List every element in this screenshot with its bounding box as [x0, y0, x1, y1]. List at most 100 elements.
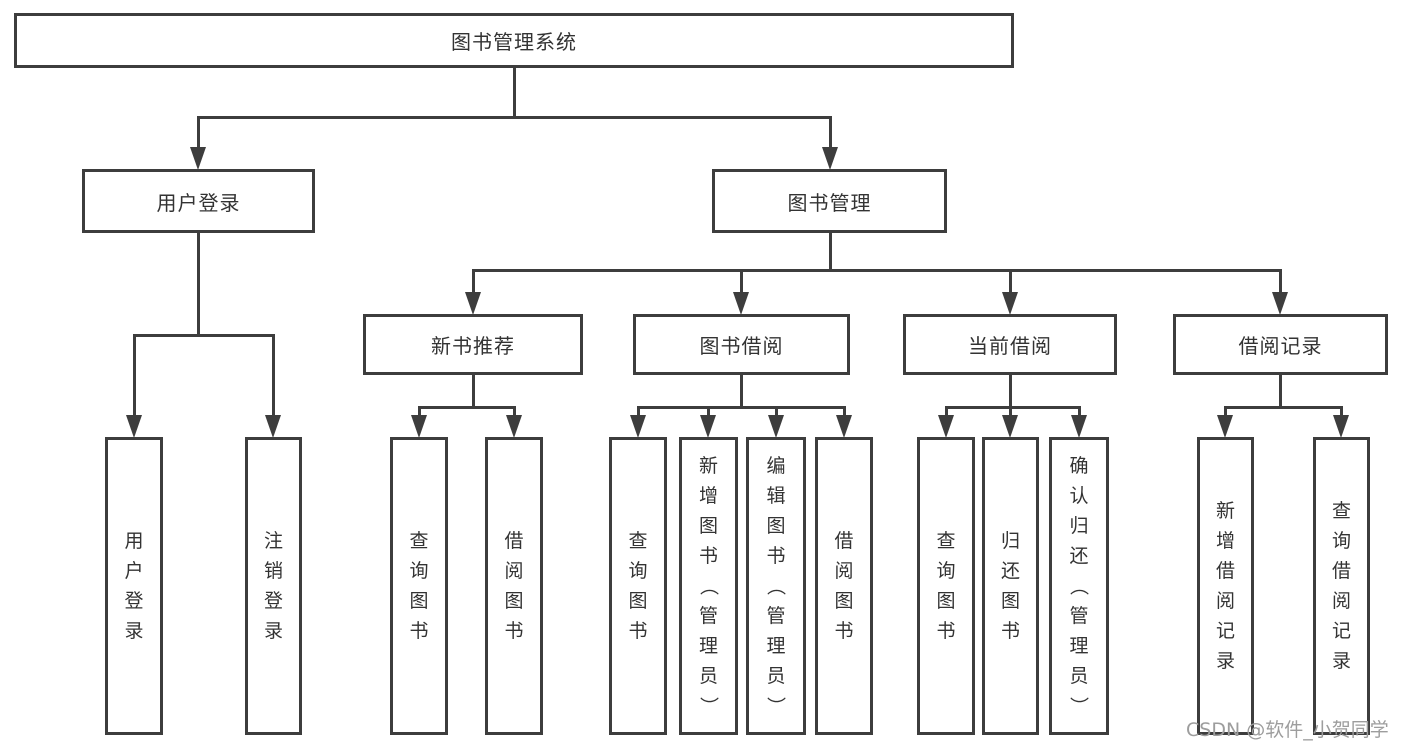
- node-label-char: 询: [628, 560, 648, 582]
- node-label-char: 理: [766, 635, 786, 657]
- node-label-char: 图: [409, 590, 429, 612]
- arrow-down-icon: [1216, 415, 1233, 438]
- connector-drop: [1077, 407, 1081, 421]
- node-label: 图书借阅: [699, 334, 784, 358]
- connector-drop: [471, 270, 475, 298]
- connector-rail: [1223, 405, 1343, 409]
- node-label-char: ）: [764, 696, 787, 716]
- node-label: 借阅记录: [1238, 334, 1323, 358]
- node-label: 用户登录: [156, 190, 241, 215]
- node-label-char: （: [1067, 576, 1090, 596]
- connector-drop: [842, 407, 846, 421]
- node-label-char: （: [697, 576, 720, 596]
- node-borrow-books-recommend: 借阅图书: [485, 437, 543, 735]
- connector-drop: [706, 407, 710, 421]
- arrow-down-icon: [1332, 415, 1349, 438]
- node-label-char: 理: [698, 635, 718, 657]
- node-label-char: 阅: [1331, 590, 1351, 612]
- node-label-char: 图: [936, 590, 956, 612]
- arrow-down-icon: [125, 415, 142, 438]
- node-label: 图书管理系统: [451, 30, 577, 54]
- arrow-down-icon: [1070, 415, 1087, 438]
- node-label-char: 阅: [504, 560, 524, 582]
- arrow-down-icon: [767, 415, 784, 438]
- connector-rail: [944, 405, 1081, 409]
- connector-stem: [512, 68, 516, 119]
- connector-rail: [417, 405, 516, 409]
- node-edit-books-admin: 编辑图书（管理员）: [746, 437, 806, 735]
- connector-rail: [196, 115, 832, 119]
- node-query-books-borrowing: 查询图书: [609, 437, 667, 735]
- connector-drop: [512, 407, 516, 421]
- node-label-char: 图: [504, 590, 524, 612]
- node-current-borrowing: 当前借阅: [903, 314, 1117, 375]
- connector-stem: [828, 233, 832, 272]
- connector-drop: [636, 407, 640, 421]
- csdn-watermark: CSDN @软件_小贺同学: [1186, 719, 1389, 741]
- connector-stem: [739, 375, 743, 409]
- node-label-char: 借: [1215, 560, 1235, 582]
- node-label-char: 员: [766, 665, 786, 687]
- node-label-char: 询: [936, 560, 956, 582]
- node-query-books-current: 查询图书: [917, 437, 975, 735]
- node-label-char: 注: [263, 530, 283, 552]
- node-label-char: 图: [628, 590, 648, 612]
- node-label-char: 归: [1000, 530, 1020, 552]
- node-label-char: （: [764, 576, 787, 596]
- arrow-down-icon: [821, 147, 838, 170]
- node-label-char: 管: [766, 605, 786, 627]
- arrow-down-icon: [699, 415, 716, 438]
- node-label-char: ）: [1067, 696, 1090, 716]
- node-label-char: 登: [124, 590, 144, 612]
- node-label-char: 书: [409, 620, 429, 642]
- arrow-down-icon: [1271, 292, 1288, 315]
- connector-stem: [196, 233, 200, 337]
- node-label-char: 销: [263, 560, 283, 582]
- node-borrowing-records: 借阅记录: [1173, 314, 1388, 375]
- arrow-down-icon: [189, 147, 206, 170]
- node-label-char: 员: [698, 665, 718, 687]
- connector-drop: [271, 335, 275, 421]
- node-label-char: 录: [1215, 650, 1235, 672]
- node-label-char: 归: [1069, 515, 1089, 537]
- connector-rail: [132, 333, 275, 337]
- node-return-books: 归还图书: [982, 437, 1039, 735]
- node-label-char: 查: [1331, 500, 1351, 522]
- node-add-borrow-record: 新增借阅记录: [1197, 437, 1254, 735]
- node-new-book-recommend: 新书推荐: [363, 314, 583, 375]
- node-label-char: 录: [124, 620, 144, 642]
- arrow-down-icon: [835, 415, 852, 438]
- node-user-login-leaf: 用户登录: [105, 437, 163, 735]
- connector-stem: [1008, 375, 1012, 409]
- node-library-mgmt-system: 图书管理系统: [14, 13, 1014, 68]
- connector-rail: [471, 268, 1282, 272]
- node-label-char: 新: [698, 455, 718, 477]
- connector-drop: [196, 117, 200, 153]
- node-logout-leaf: 注销登录: [245, 437, 302, 735]
- node-label-char: 书: [504, 620, 524, 642]
- node-label-char: 录: [263, 620, 283, 642]
- node-label-char: 询: [1331, 530, 1351, 552]
- connector-drop: [132, 335, 136, 421]
- node-label-char: 查: [628, 530, 648, 552]
- node-label-char: 书: [1000, 620, 1020, 642]
- node-label-char: 借: [1331, 560, 1351, 582]
- connector-stem: [1278, 375, 1282, 409]
- node-label-char: 增: [1215, 530, 1235, 552]
- connector-drop: [1008, 407, 1012, 421]
- arrow-down-icon: [1001, 292, 1018, 315]
- arrow-down-icon: [505, 415, 522, 438]
- connector-drop: [1278, 270, 1282, 298]
- node-label-char: 还: [1069, 545, 1089, 567]
- arrow-down-icon: [1001, 415, 1018, 438]
- arrow-down-icon: [464, 292, 481, 315]
- node-label-char: 新: [1215, 500, 1235, 522]
- node-label-char: 借: [504, 530, 524, 552]
- node-label-char: 查: [936, 530, 956, 552]
- node-label-char: 编: [766, 455, 786, 477]
- node-label-char: 记: [1215, 620, 1235, 642]
- node-label-char: 增: [698, 485, 718, 507]
- node-confirm-return-admin: 确认归还（管理员）: [1049, 437, 1109, 735]
- node-label-char: 记: [1331, 620, 1351, 642]
